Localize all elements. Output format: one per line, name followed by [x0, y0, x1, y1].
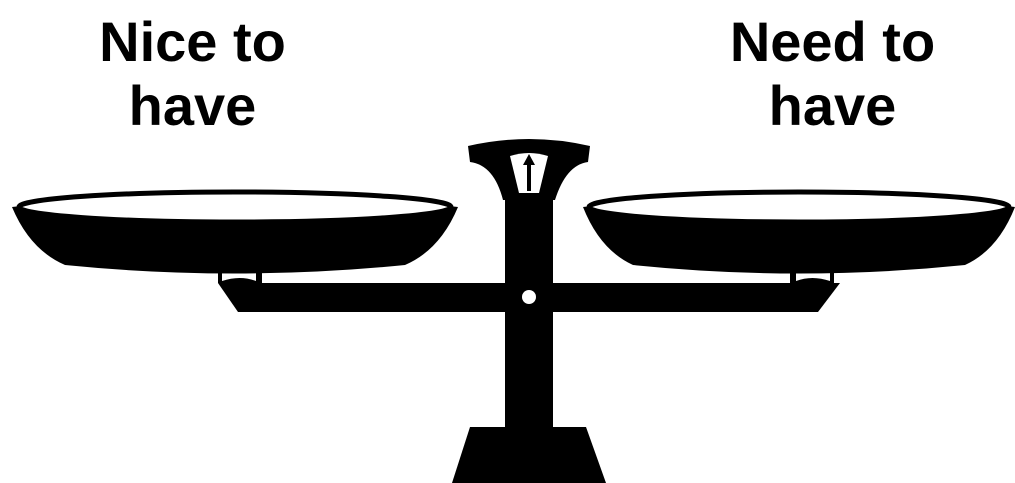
scale-base	[452, 427, 606, 483]
pivot-dot	[522, 290, 536, 304]
left-pan-rim	[19, 192, 451, 222]
right-pan-rim	[589, 192, 1009, 222]
